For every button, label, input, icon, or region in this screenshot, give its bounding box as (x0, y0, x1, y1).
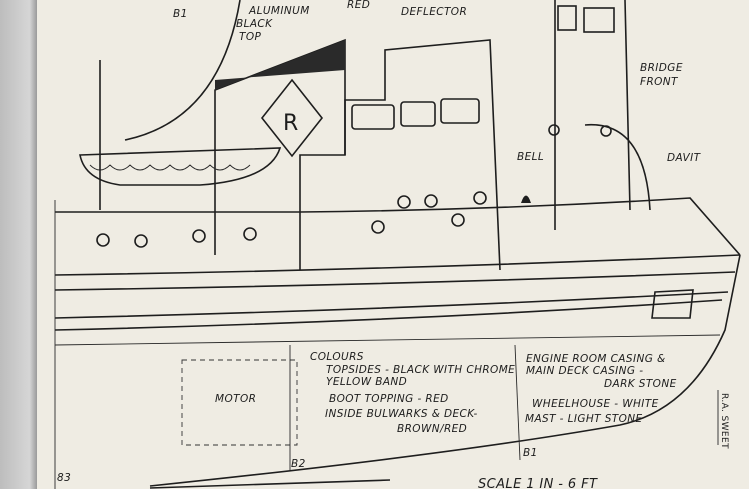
funnel-black-top (215, 40, 345, 90)
label-motor: MOTOR (215, 393, 256, 405)
lifeboat-davit (99, 0, 241, 210)
section-line-b1 (514, 344, 521, 461)
funnel-logo-letter: R (283, 111, 299, 136)
colours-right-line: DARK STONE (604, 378, 677, 390)
colours-heading: COLOURS (310, 351, 364, 363)
deck-band (54, 271, 736, 291)
bell (521, 195, 531, 203)
label-davit: DAVIT (667, 152, 702, 164)
drawing-sheet (37, 0, 749, 489)
scale-label: SCALE 1 IN - 6 FT (478, 477, 598, 489)
colours-line: BROWN/RED (397, 423, 467, 435)
label-top: TOP (239, 31, 261, 43)
label-red: RED (347, 0, 370, 11)
lifeboat-rope (89, 164, 251, 171)
waterline (54, 291, 729, 319)
label-bell: BELL (517, 151, 544, 163)
portholes (96, 124, 612, 248)
fore-davit (584, 124, 651, 211)
window (400, 101, 436, 127)
colours-note: COLOURS TOPSIDES - BLACK WITH CHROME YEL… (310, 351, 677, 435)
label-deflector: DEFLECTOR (401, 6, 467, 18)
scale-bar (149, 479, 391, 489)
colours-line: INSIDE BULWARKS & DECK- (325, 408, 478, 420)
window (351, 104, 395, 130)
label-bridge: BRIDGE (640, 62, 683, 74)
bulwark-line (54, 254, 741, 276)
label-front: FRONT (640, 76, 679, 88)
colours-right-line: WHEELHOUSE - WHITE (532, 398, 659, 410)
anchor-plate (651, 289, 694, 319)
bridge-front (554, 0, 631, 230)
colours-line: TOPSIDES - BLACK WITH CHROME (326, 364, 515, 376)
viewer-gutter (0, 0, 37, 489)
lifeboat (79, 147, 282, 186)
boot-topping-line (54, 299, 723, 331)
window (583, 7, 615, 33)
signature: R.A. SWEET (719, 393, 729, 449)
colours-line: BOOT TOPPING - RED (329, 393, 449, 405)
window (440, 98, 480, 124)
funnel-logo-diamond (260, 78, 324, 158)
label-aluminum: ALUMINUM (248, 5, 310, 17)
colours-right-line: ENGINE ROOM CASING & (526, 353, 666, 365)
motor-outline (181, 359, 298, 446)
window (557, 5, 577, 31)
stem-line (149, 254, 741, 487)
page-number: 83 (57, 472, 71, 484)
engine-casing (299, 39, 501, 271)
label-b2: B2 (291, 458, 306, 470)
hull-lower-line (54, 334, 721, 346)
label-black: BLACK (236, 18, 273, 30)
hull-sheer-line (55, 197, 741, 256)
label-b1-top: B1 (173, 8, 188, 20)
label-b1-bottom: B1 (523, 447, 538, 459)
colours-right-line: MAST - LIGHT STONE (525, 413, 643, 425)
colours-line: YELLOW BAND (326, 376, 407, 388)
colours-right-line: MAIN DECK CASING - (526, 365, 643, 377)
